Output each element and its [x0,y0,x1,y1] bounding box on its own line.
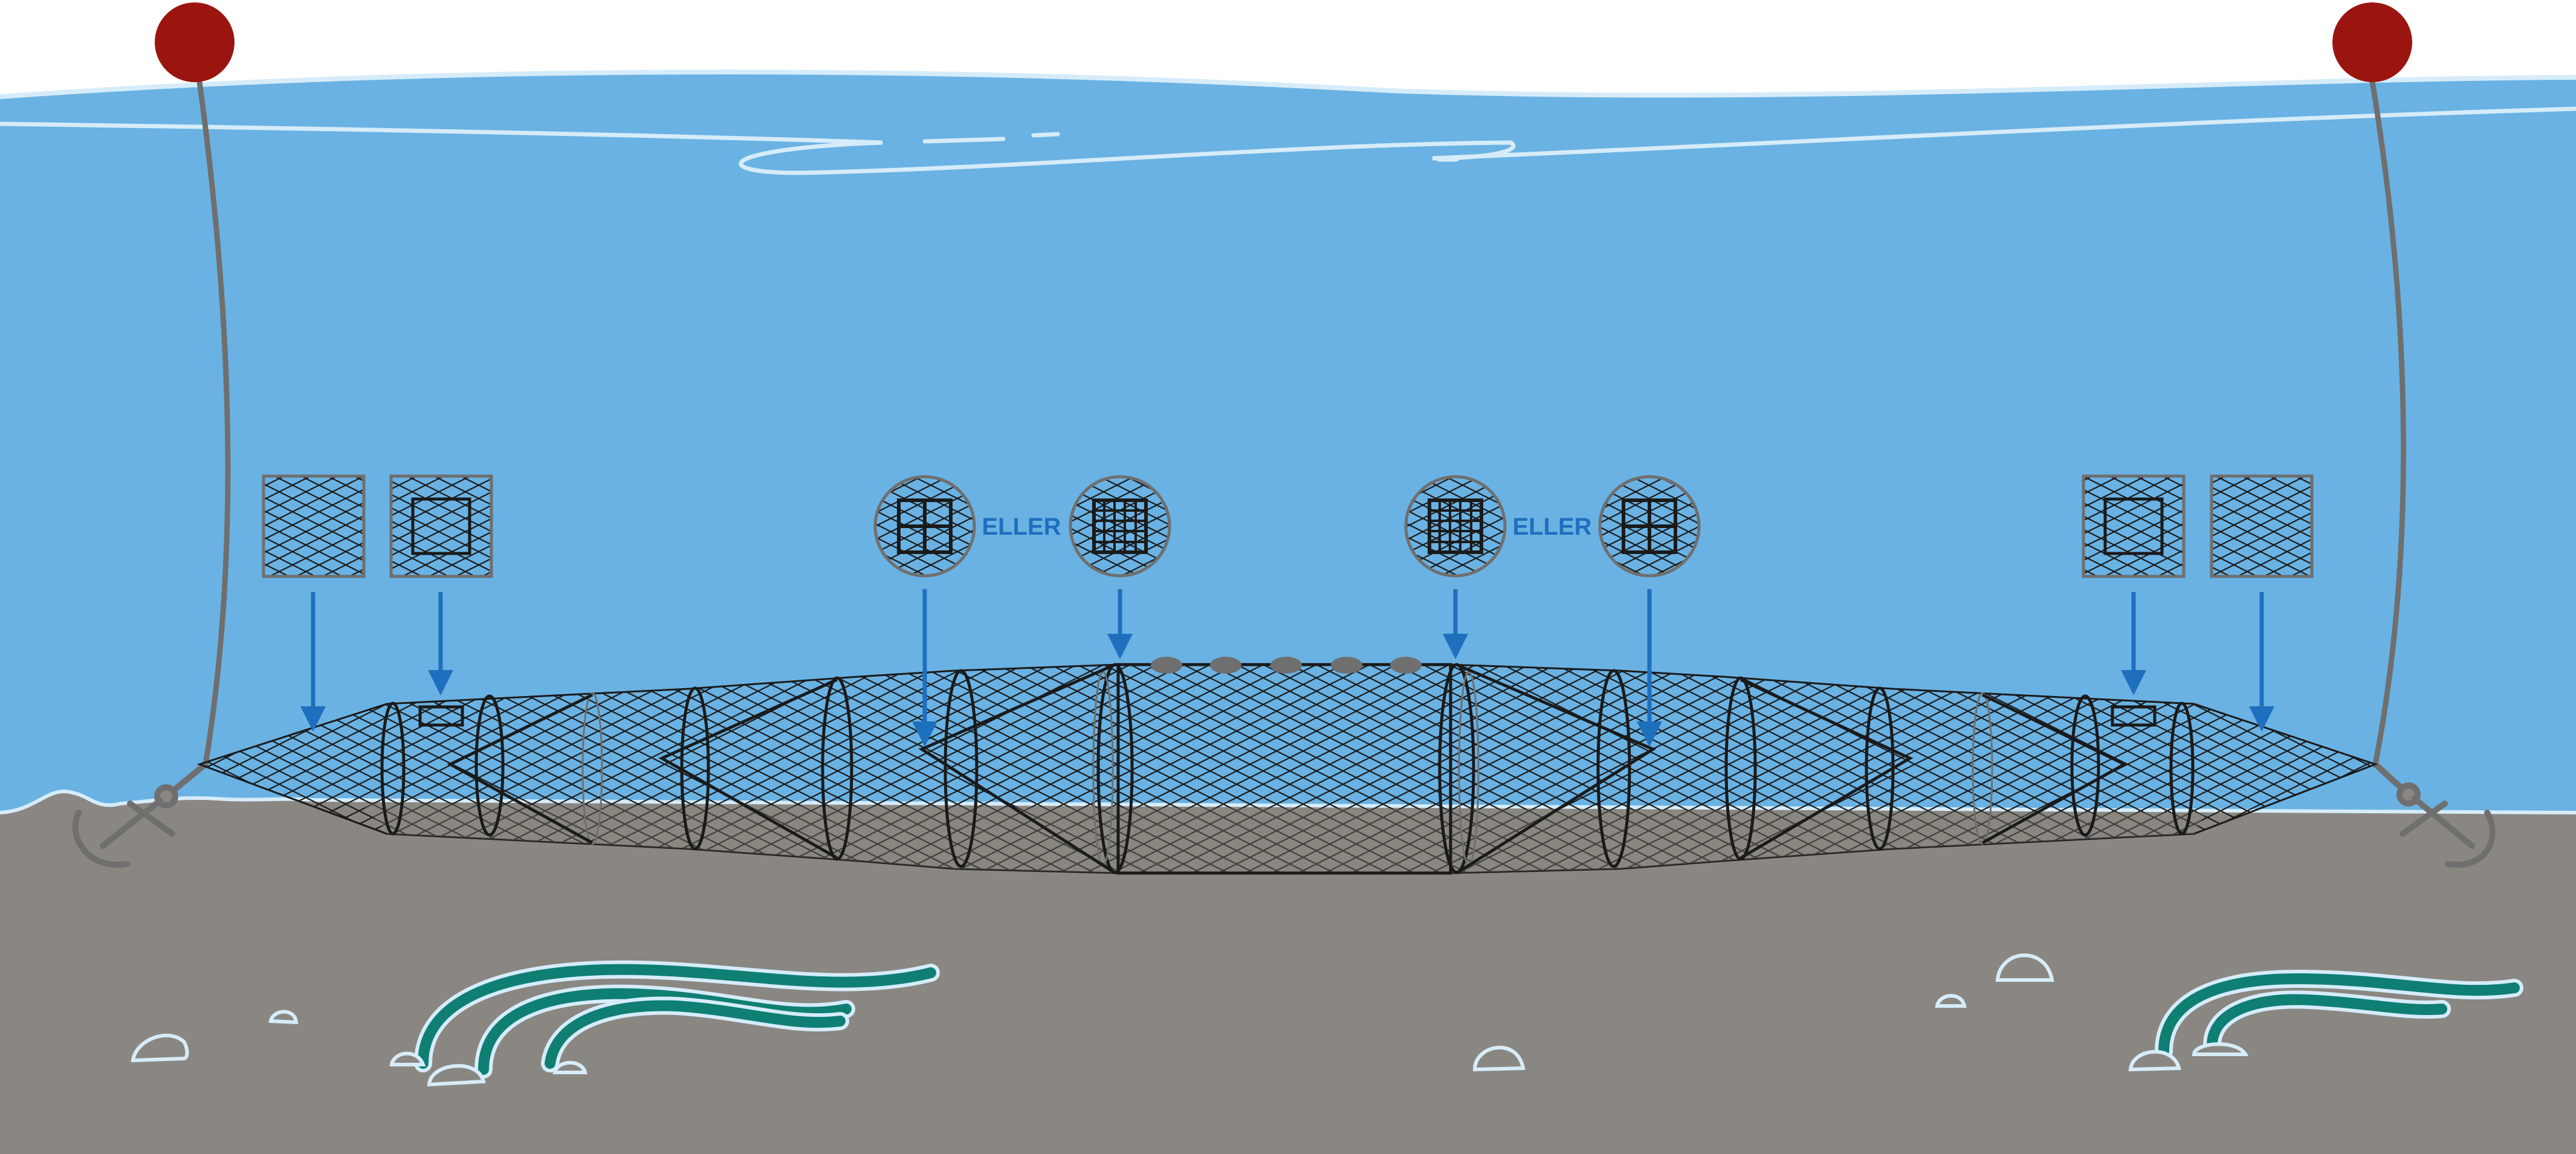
stone [1937,996,1964,1006]
mesh-square-icon [2212,476,2312,576]
grid-2x2-round-icon [1600,477,1699,576]
or-label: ELLER [982,514,1061,540]
mesh-window-icon [391,476,491,576]
stone [555,1063,585,1072]
float [1270,657,1302,674]
float [1331,657,1362,674]
buoy-right [2332,2,2412,82]
grid-5x5-round-icon [1406,477,1505,576]
float [1210,657,1241,674]
buoy-left [155,2,235,82]
stone [271,1012,296,1023]
mesh-square-icon [264,476,364,576]
grid-5x5-round-icon [1070,477,1170,576]
mesh-window-icon [2083,476,2184,576]
float [1151,657,1182,674]
or-label: ELLER [1512,514,1591,540]
grid-2x2-round-icon [875,477,974,576]
float [1390,657,1422,674]
